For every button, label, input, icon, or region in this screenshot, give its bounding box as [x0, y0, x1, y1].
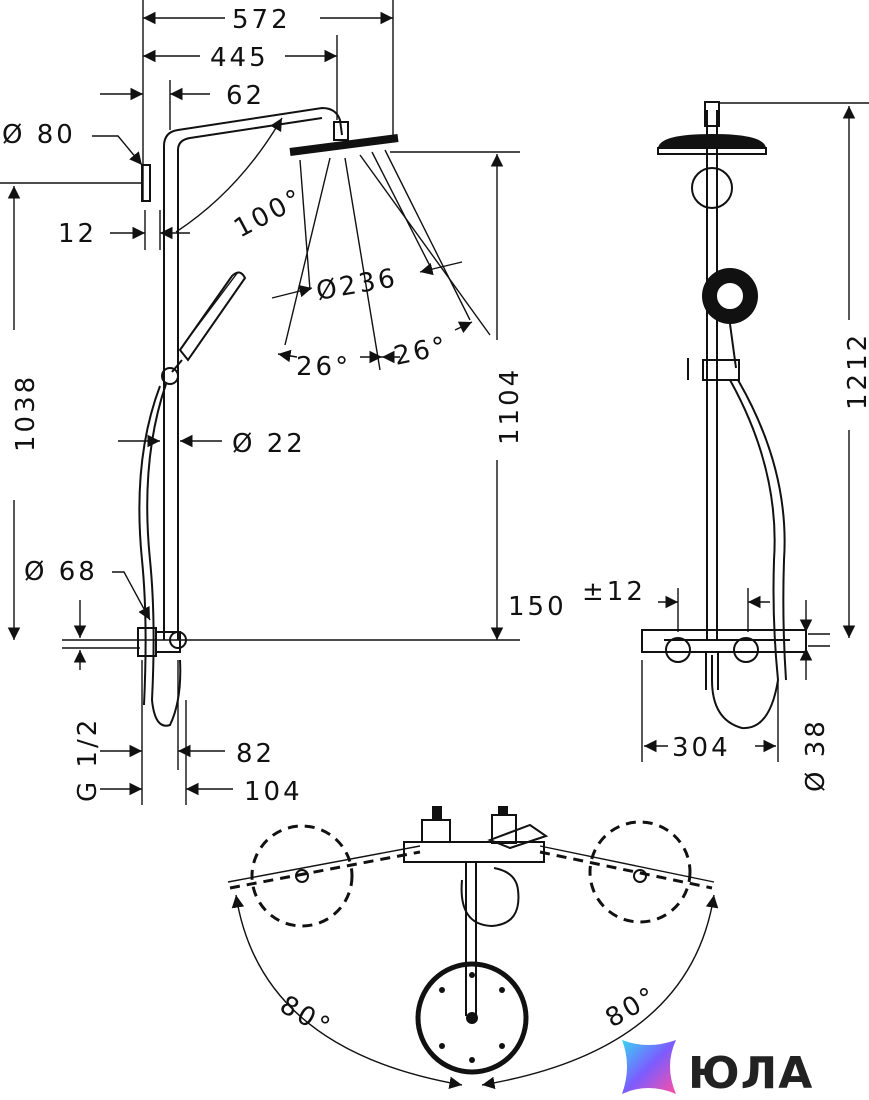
centers-label: ±12	[582, 577, 646, 607]
side-view: 572 445 62 Ø 80 12 100° Ø236 26°	[0, 0, 567, 807]
arm-angle-label: 100°	[229, 183, 309, 245]
connection-label: G 1/2	[73, 717, 103, 802]
swivel-left-label: 80°	[275, 990, 338, 1044]
mixer-body-dia-label: Ø 38	[801, 718, 831, 792]
mixer-projection-label: 104	[244, 777, 303, 807]
mixer-width-label: 304	[672, 733, 731, 763]
pipe-dia-label: Ø 22	[232, 429, 306, 459]
spray-angle-left-label: 26°	[296, 352, 351, 382]
wall-plate-dia-label: Ø 80	[2, 120, 76, 150]
base-height-label: 150	[508, 592, 567, 622]
star-logo-icon	[622, 1040, 676, 1094]
width-arm-label: 445	[210, 43, 269, 73]
mixer-dia-label: Ø 68	[24, 557, 98, 587]
front-view: 1212 ±12 Ø 38 304	[582, 101, 869, 792]
total-height-label: 1212	[843, 332, 869, 410]
spray-angle-right-label: 26°	[391, 331, 451, 372]
lower-height-label: 1038	[11, 374, 41, 452]
rail-height-label: 1104	[495, 367, 525, 445]
wall-offset-label: 62	[226, 81, 265, 111]
wall-plate-depth-label: 12	[58, 219, 97, 249]
mixer-depth-label: 82	[236, 739, 275, 769]
top-view: 80° 80°	[227, 806, 719, 1090]
head-dia-label: Ø236	[314, 263, 400, 307]
width-total-label: 572	[232, 5, 291, 35]
logo-text: ЮЛА	[688, 1048, 813, 1099]
yula-logo: ЮЛА	[622, 1040, 813, 1099]
swivel-right-label: 80°	[601, 981, 664, 1035]
